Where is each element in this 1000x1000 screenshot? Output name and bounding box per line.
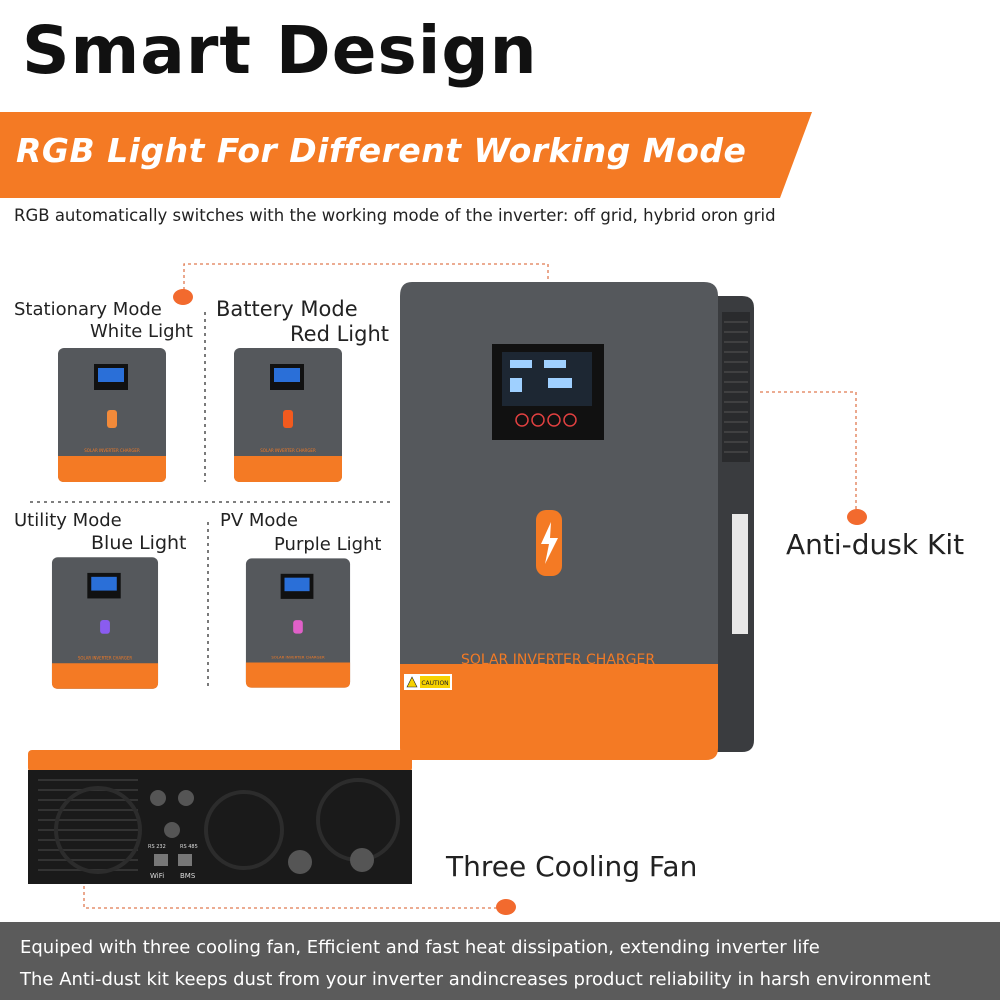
footer-line-2: The Anti-dust kit keeps dust from your i… <box>20 969 931 990</box>
subtitle: RGB automatically switches with the work… <box>14 206 776 225</box>
footer-bar <box>0 922 1000 1000</box>
inverter-bottom-panel: RS 232 RS 485 WiFi BMS <box>28 750 412 884</box>
callout-dot <box>847 509 867 525</box>
fan-icon <box>54 786 142 874</box>
callout-dot <box>173 289 193 305</box>
svg-text:CAUTION: CAUTION <box>421 680 448 687</box>
mini-inverter-stationary: SOLAR INVERTER CHARGER <box>58 348 166 482</box>
mode-label-stationary: Stationary Mode <box>14 299 162 320</box>
callout-cooling-fan: Three Cooling Fan <box>446 850 698 883</box>
svg-text:BMS: BMS <box>180 872 196 880</box>
mini-inverter-battery: SOLAR INVERTER CHARGER <box>234 348 342 482</box>
mini-inverter-utility: SOLAR INVERTER CHARGER <box>51 557 159 689</box>
callout-dot <box>496 899 516 915</box>
main-inverter: SOLAR INVERTER CHARGER CAUTION <box>400 282 754 760</box>
fan-icon <box>204 790 284 870</box>
light-label-purple: Purple Light <box>274 534 382 555</box>
mode-label-utility: Utility Mode <box>14 510 122 531</box>
svg-text:SOLAR INVERTER CHARGER: SOLAR INVERTER CHARGER <box>78 655 132 660</box>
svg-text:RS 485: RS 485 <box>180 844 198 850</box>
title-banner <box>0 112 812 198</box>
light-label-blue: Blue Light <box>91 532 187 554</box>
callout-anti-dusk: Anti-dusk Kit <box>786 528 965 561</box>
svg-text:SOLAR INVERTER CHARGER: SOLAR INVERTER CHARGER <box>271 655 325 660</box>
led-indicator <box>100 620 110 634</box>
product-label: SOLAR INVERTER CHARGER <box>461 652 655 668</box>
mode-label-battery: Battery Mode <box>216 297 358 321</box>
svg-text:WiFi: WiFi <box>150 872 164 880</box>
svg-text:SOLAR INVERTER CHARGER: SOLAR INVERTER CHARGER <box>260 448 316 453</box>
banner-text: RGB Light For Different Working Mode <box>16 131 747 170</box>
page-title: Smart Design <box>22 12 538 89</box>
light-label-white: White Light <box>90 321 193 342</box>
footer-line-1: Equiped with three cooling fan, Efficien… <box>20 937 820 958</box>
mode-label-pv: PV Mode <box>220 510 298 531</box>
mini-inverter-pv: SOLAR INVERTER CHARGER <box>245 558 351 688</box>
svg-text:RS 232: RS 232 <box>148 844 166 850</box>
led-indicator <box>107 410 117 428</box>
svg-text:SOLAR INVERTER CHARGER: SOLAR INVERTER CHARGER <box>84 448 140 453</box>
led-indicator <box>283 410 293 428</box>
light-label-red: Red Light <box>290 322 389 346</box>
led-indicator <box>293 620 303 634</box>
